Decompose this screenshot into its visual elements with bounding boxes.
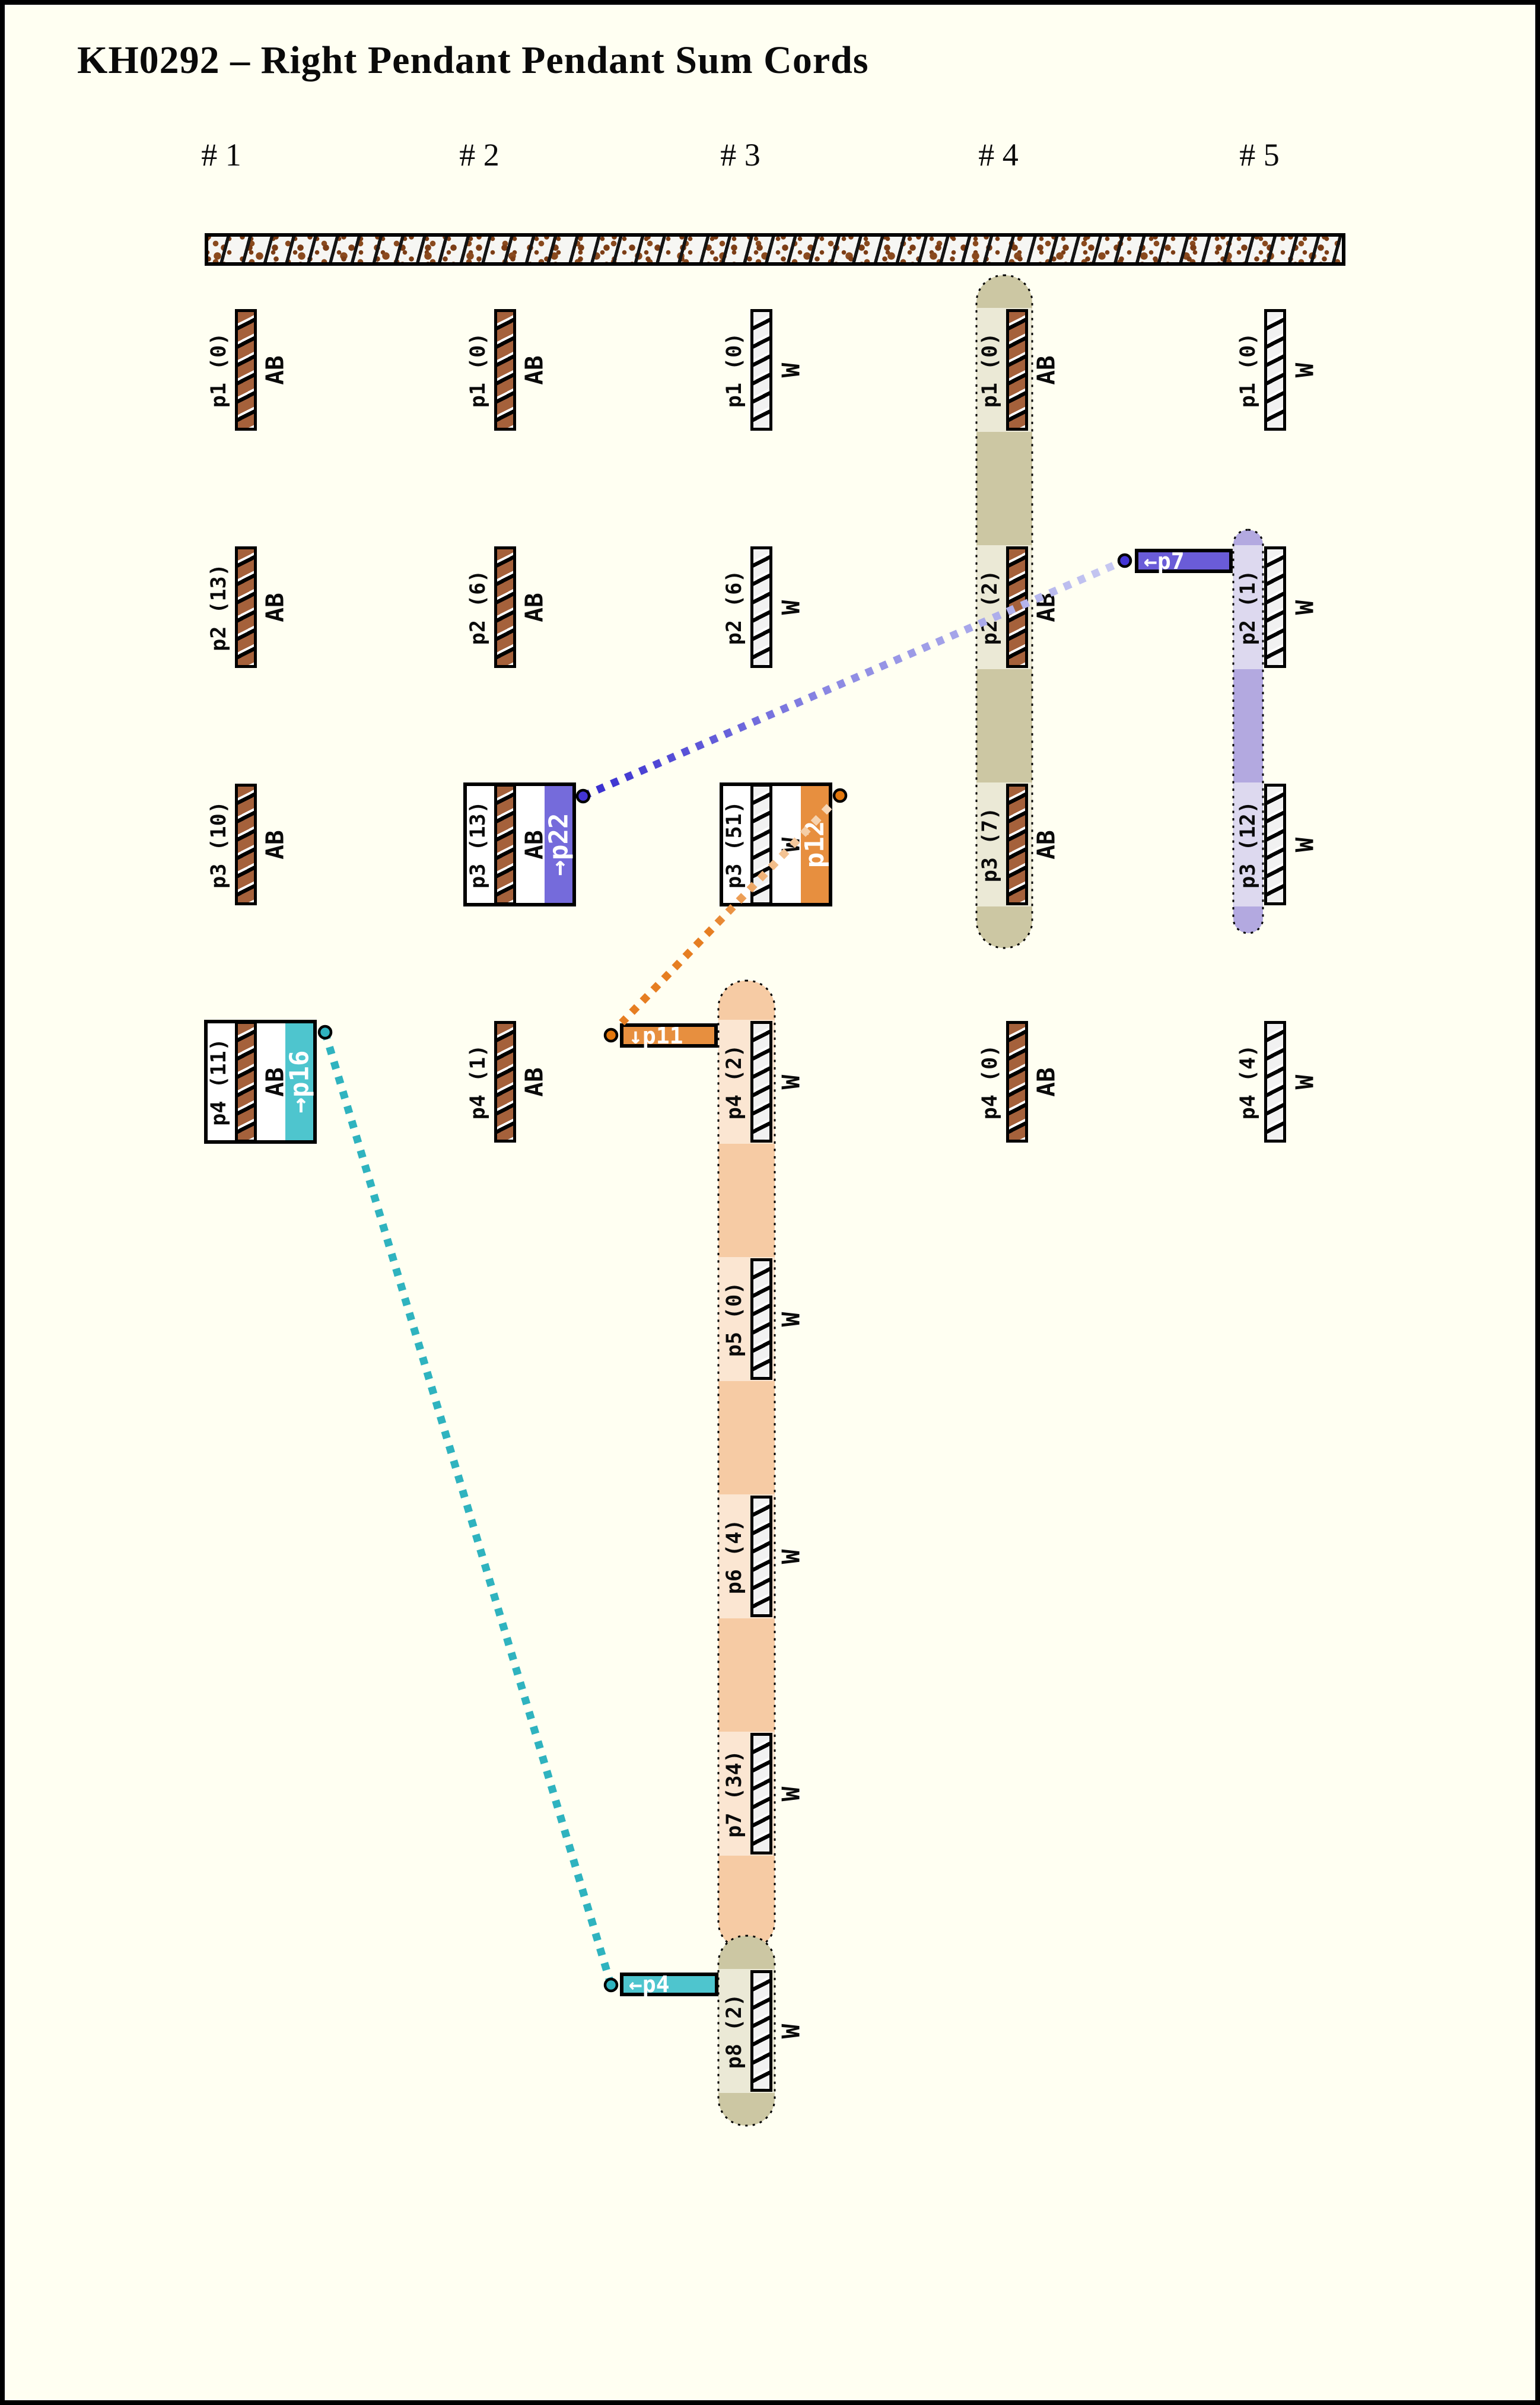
connector-dot bbox=[603, 1977, 619, 1993]
link-p16-p4 bbox=[321, 1031, 615, 1986]
link-p12-p11 bbox=[619, 793, 843, 1026]
connector-dot bbox=[575, 788, 591, 804]
column-header-3: # 3 bbox=[720, 137, 761, 173]
page-title: KH0292 – Right Pendant Pendant Sum Cords bbox=[77, 39, 869, 82]
pendant-cord-bar-c5-p3 bbox=[1264, 784, 1286, 905]
pendant-cord-bar-c5-p1 bbox=[1264, 309, 1286, 431]
connector-dot bbox=[603, 1027, 619, 1043]
pendant-cord-bar-c3-p2 bbox=[750, 546, 772, 668]
connector-dot bbox=[317, 1025, 333, 1040]
pendant-cord-bar-c1-p1 bbox=[235, 309, 257, 431]
pendant-cord-bar-c1-p4 bbox=[235, 1021, 257, 1143]
pendant-cord-bar-c3-p6 bbox=[750, 1496, 772, 1617]
column-header-4: # 4 bbox=[978, 137, 1019, 173]
pendant-cord-bar-c1-p3 bbox=[235, 784, 257, 905]
connector-dot bbox=[832, 788, 848, 803]
sum-cord-box-p4: ←p4 bbox=[620, 1973, 718, 1996]
pendant-cord-bar-c3-p7 bbox=[750, 1733, 772, 1854]
group-band-col5 bbox=[1232, 529, 1264, 934]
sum-cord-box-p11: ↓p11 bbox=[620, 1023, 718, 1048]
pendant-cord-bar-c2-p3 bbox=[494, 784, 516, 905]
pendant-cord-bar-c2-p2 bbox=[494, 546, 516, 668]
group-band-light-segment bbox=[1233, 545, 1263, 669]
sum-cord-box-p7: ←p7 bbox=[1135, 549, 1233, 573]
pendant-cord-bar-c4-p1 bbox=[1006, 309, 1028, 431]
pendant-cord-bar-c3-p1 bbox=[750, 309, 772, 431]
group-band-light-segment bbox=[1233, 782, 1263, 906]
pendant-cord-bar-c4-p4 bbox=[1006, 1021, 1028, 1143]
pendant-cord-bar-c4-p3 bbox=[1006, 784, 1028, 905]
pendant-cord-bar-c5-p2 bbox=[1264, 546, 1286, 668]
column-header-1: # 1 bbox=[201, 137, 241, 173]
sum-cord-bar-c1-p4: →p16 bbox=[284, 1023, 314, 1140]
column-header-5: # 5 bbox=[1239, 137, 1280, 173]
pendant-cord-bar-c3-p8 bbox=[750, 1970, 772, 2092]
connector-dot bbox=[1117, 553, 1132, 568]
group-band-fill bbox=[718, 981, 775, 1949]
sum-cord-bar-c2-p3: →p22 bbox=[543, 786, 574, 903]
sum-cord-box-label: ←p7 bbox=[1144, 548, 1185, 574]
sum-cord-box-label: ↓p11 bbox=[629, 1022, 683, 1049]
link-p22-p7 bbox=[581, 557, 1127, 800]
pendant-cord-bar-c5-p4 bbox=[1264, 1021, 1286, 1143]
primary-cord-bar bbox=[205, 233, 1345, 266]
pendant-cord-bar-c2-p4 bbox=[494, 1021, 516, 1143]
sum-cord-box-label: ←p4 bbox=[629, 1971, 670, 1997]
pendant-cord-bar-c3-p5 bbox=[750, 1258, 772, 1380]
links-layer bbox=[317, 553, 1132, 1993]
group-band-col4 bbox=[975, 274, 1033, 949]
pendant-cord-bar-c2-p1 bbox=[494, 309, 516, 431]
group-bands-layer bbox=[717, 274, 1264, 2127]
sum-cord-bar-c3-p3: p12 bbox=[800, 786, 830, 903]
group-band-col3-olive bbox=[717, 1935, 776, 2127]
pendant-cord-bar-c3-p4 bbox=[750, 1021, 772, 1143]
pendant-cord-bar-c1-p2 bbox=[235, 546, 257, 668]
column-header-2: # 2 bbox=[459, 137, 499, 173]
